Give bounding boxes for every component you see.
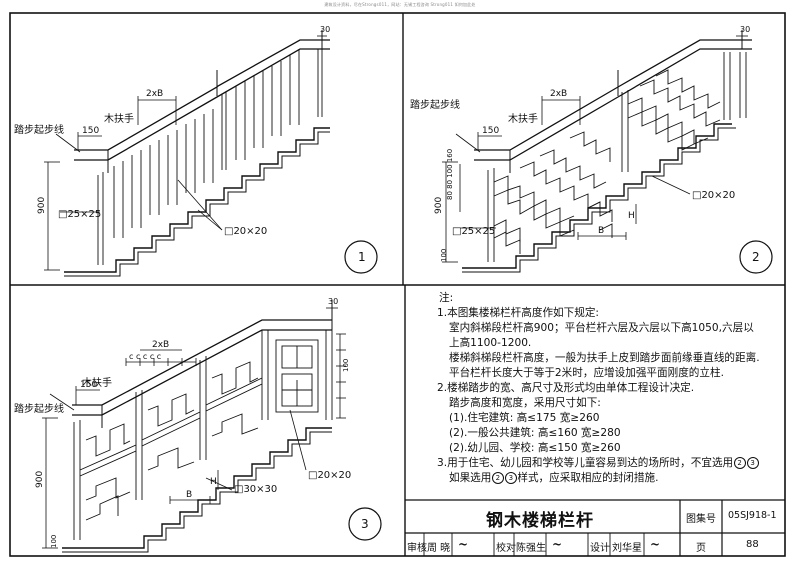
view-2-number-circle	[739, 240, 773, 274]
view-3-number-circle	[348, 507, 382, 541]
view-2-dim-stack: 80 80 100 160	[446, 149, 454, 200]
view-3-post-label: □30×30	[234, 484, 277, 495]
view-3-dim-h: H	[210, 477, 217, 487]
view-3-drawing	[42, 300, 382, 553]
view-3-dim-2xb: 2xB	[152, 340, 169, 350]
view-3-start-line-label: 踏步起步线	[14, 402, 64, 415]
reviewer-name: 周 晓	[427, 543, 451, 554]
designer-name: 刘华星	[612, 543, 642, 554]
view-2-dim-30: 30	[740, 25, 750, 34]
reviewer-signature: ~	[458, 537, 469, 551]
view-1-number: 1	[358, 250, 366, 264]
note-line-5: 平台栏杆长度大于等于2米时，应增设加强平面刚度的立柱.	[449, 367, 724, 379]
view-1-drawing	[44, 30, 378, 277]
view-3-dim-150: 150	[80, 380, 97, 390]
notes-title: 注:	[439, 292, 454, 304]
note-line-7: 踏步高度和宽度，采用尺寸如下:	[449, 397, 601, 409]
view-1-post-label: □25×25	[58, 209, 101, 220]
note-line-3: 上高1100-1200.	[449, 337, 532, 349]
check-label: 校对	[496, 543, 516, 554]
drawing-title: 钢木楼梯栏杆	[486, 511, 594, 531]
circled-3-symbol: 3	[746, 457, 759, 469]
view-2-bar-label: □20×20	[692, 190, 735, 201]
watermark-text: 建筑设计资料，尽在Strongs011，网站：无锡工程咨询 Strong011 …	[324, 2, 476, 7]
view-2-number: 2	[752, 250, 760, 264]
view-2-dim-150: 150	[482, 126, 499, 136]
review-label: 审核	[407, 543, 427, 554]
view-2-dim-2xb: 2xB	[550, 89, 567, 99]
view-2-dim-h: H	[628, 211, 635, 221]
view-3-dim-900: 900	[35, 471, 45, 488]
view-1-number-circle	[344, 240, 378, 274]
page-label: 页	[696, 543, 706, 554]
view-2-dim-100: 100	[440, 249, 448, 262]
checker-signature: ~	[552, 537, 563, 551]
view-1-bar-label: □20×20	[224, 226, 267, 237]
note-line-9: (2).一般公共建筑: 高≤160 宽≥280	[449, 427, 621, 439]
design-label: 设计	[590, 543, 610, 554]
checker-name: 陈强生	[516, 543, 546, 554]
view-1-dim-900: 900	[37, 197, 47, 214]
view-2-dim-900: 900	[434, 197, 444, 214]
view-3-handrail-label: 木扶手	[82, 376, 112, 389]
view-3-bar-label: □20×20	[308, 470, 351, 481]
view-2-start-line-label: 踏步起步线	[410, 98, 460, 111]
view-3-right-dim: 100	[342, 359, 350, 372]
note-line-6: 2.楼梯踏步的宽、高尺寸及形式均由单体工程设计决定.	[437, 382, 695, 394]
view-1-handrail-label: 木扶手	[104, 112, 134, 125]
title-block-frame	[405, 499, 785, 556]
note-line-12-prefix: 如果选用	[449, 472, 492, 484]
view-3-dim-30: 30	[328, 297, 338, 306]
page-number: 88	[746, 539, 759, 550]
note-line-8: (1).住宅建筑: 高≤175 宽≥260	[449, 412, 600, 424]
view-1-dim-30: 30	[320, 25, 330, 34]
view-1-dim-150: 150	[82, 126, 99, 136]
view-3-number: 3	[361, 517, 369, 531]
view-2-post-label: □25×25	[452, 226, 495, 237]
designer-signature: ~	[650, 537, 661, 551]
view-1-start-line-label: 踏步起步线	[14, 123, 64, 136]
view-2-drawing	[442, 30, 773, 274]
view-3-dim-b: B	[186, 490, 192, 500]
note-line-11-text: 3.用于住宅、幼儿园和学校等儿童容易到达的场所时，不宜选用	[437, 457, 734, 469]
view-3-dim-100: 100	[50, 535, 58, 548]
note-line-1: 1.本图集楼梯栏杆高度作如下规定:	[437, 307, 599, 319]
view-3-dim-ccc: c c c c c	[129, 352, 161, 361]
circled-3-symbol-b: 3	[504, 472, 517, 484]
atlas-number-label: 图集号	[686, 514, 716, 525]
circled-2-symbol: 2	[733, 457, 746, 469]
note-line-12-suffix: 样式，应采取相应的封闭措施.	[517, 472, 659, 484]
note-line-4: 楼梯斜梯段栏杆高度，一般为扶手上皮到踏步面前缘垂直线的距离.	[449, 352, 760, 364]
note-line-10: (2).幼儿园、学校: 高≤150 宽≥260	[449, 442, 621, 454]
view-1-dim-2xb: 2xB	[146, 89, 163, 99]
view-2-handrail-label: 木扶手	[508, 112, 538, 125]
circled-2-symbol-b: 2	[491, 472, 504, 484]
atlas-number: 05SJ918-1	[728, 510, 777, 521]
view-2-dim-b: B	[598, 226, 604, 236]
note-line-2: 室内斜梯段栏杆高900；平台栏杆六层及六层以下高1050,六层以	[449, 322, 754, 334]
